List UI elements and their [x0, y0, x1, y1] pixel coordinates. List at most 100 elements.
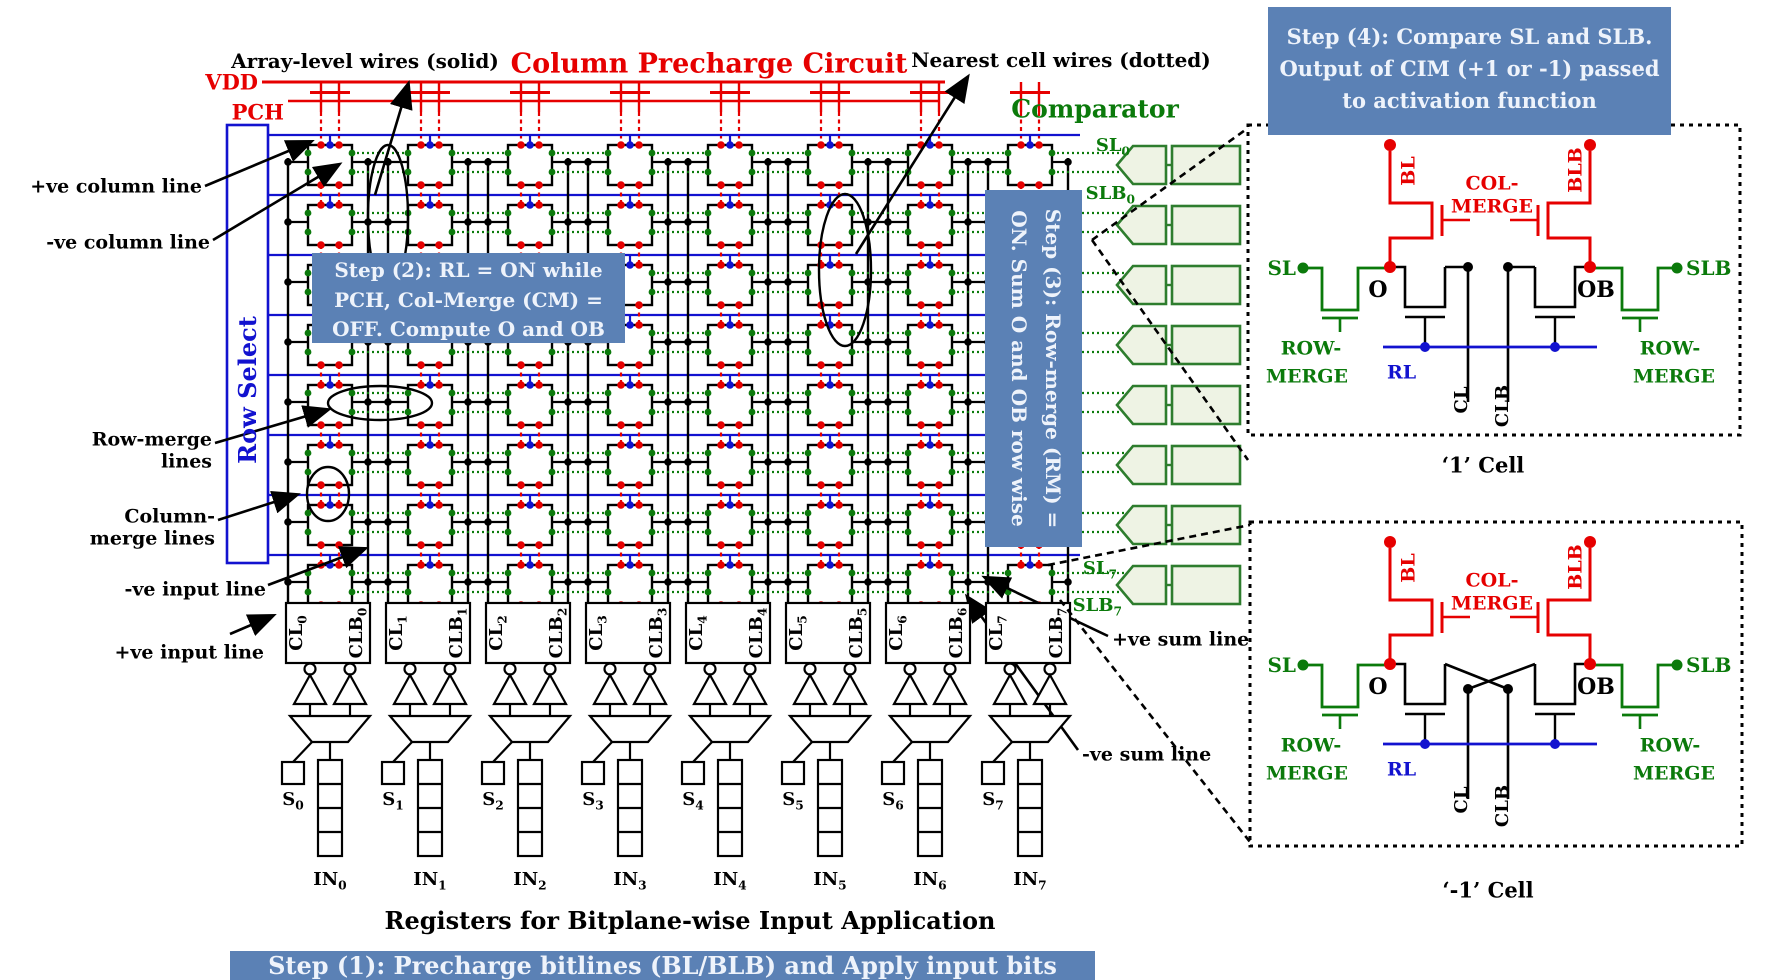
clb-column-label-7: CLB7	[1046, 607, 1070, 659]
array-cell	[1006, 143, 1054, 187]
junction-dot	[404, 569, 412, 577]
junction-dot	[884, 158, 892, 166]
junction-dot	[426, 141, 434, 149]
column-driver-box	[784, 601, 872, 665]
junction-dot	[648, 209, 656, 217]
junction-dot	[504, 168, 512, 176]
junction-dot	[984, 158, 992, 166]
junction-dot	[548, 149, 556, 157]
inverter-triangle	[292, 672, 328, 706]
s-bit-label-2: S2	[482, 789, 504, 813]
array-cell	[906, 203, 954, 247]
junction-dot	[626, 261, 634, 269]
mux-trapezoid	[287, 714, 373, 744]
step4-line1: Step (4): Compare SL and SLB.	[1286, 24, 1653, 49]
junction-dot	[504, 468, 512, 476]
column-precharge-title: Column Precharge Circuit	[510, 48, 908, 80]
junction-dot	[626, 501, 634, 509]
junction-dot	[826, 441, 834, 449]
array-cell	[806, 503, 854, 547]
junction-dot	[948, 329, 956, 337]
in-register-label-3: IN3	[613, 869, 647, 893]
junction-dot	[1004, 149, 1012, 157]
junction-dot	[764, 518, 772, 526]
junction-dot	[1048, 149, 1056, 157]
junction-dot	[504, 569, 512, 577]
bl-transistor	[1388, 151, 1434, 267]
junction-dot	[764, 398, 772, 406]
array-cell	[706, 143, 754, 187]
junction-dot	[784, 218, 792, 226]
in-register-label-7: IN7	[1013, 869, 1047, 893]
junction-dot	[417, 501, 425, 509]
step4-line3: to activation function	[1342, 88, 1597, 113]
junction-dot	[684, 338, 692, 346]
junction-dot	[435, 441, 443, 449]
junction-dot	[635, 441, 643, 449]
wire	[392, 741, 413, 763]
step2-line1: Step (2): RL = ON while	[334, 258, 603, 282]
cl-column-label-5: CL5	[786, 615, 810, 651]
junction-dot	[904, 509, 912, 517]
array-cell	[906, 443, 954, 487]
junction-dot	[504, 408, 512, 416]
step3-line1: Step (3): Row-merge (RM) =	[1041, 208, 1065, 529]
detail-link	[1058, 599, 1252, 843]
array-cell	[606, 383, 654, 427]
inverter-triangle	[392, 672, 428, 706]
junction-dot	[326, 201, 334, 209]
junction-dot	[335, 381, 343, 389]
blb-label-m1cell: BLB	[1564, 544, 1587, 590]
junction-dot	[426, 201, 434, 209]
pos-input-line-label: +ve input line	[114, 641, 264, 664]
row-merge-right	[1594, 663, 1677, 709]
junction-dot	[648, 168, 656, 176]
junction-dot	[948, 408, 956, 416]
junction-dot	[426, 501, 434, 509]
junction-dot	[704, 408, 712, 416]
junction-dot	[826, 561, 834, 569]
array-cell	[506, 563, 554, 607]
annotation-arrow	[217, 491, 301, 522]
row-merge-right-m1cell-2: MERGE	[1632, 762, 1716, 785]
clb-column-label-2: CLB2	[546, 607, 570, 659]
junction-dot	[935, 381, 943, 389]
junction-dot	[817, 381, 825, 389]
junction-dot	[448, 509, 456, 517]
junction-dot	[835, 381, 843, 389]
select-bit-box	[780, 760, 806, 786]
s-bit-label-7: S7	[982, 789, 1004, 813]
comparator-arrow	[1115, 444, 1168, 486]
junction-dot	[1048, 168, 1056, 176]
neg-input-line-label: -ve input line	[124, 578, 267, 601]
ob-node	[1584, 658, 1596, 670]
junction-dot	[404, 348, 412, 356]
junction-dot	[735, 381, 743, 389]
col-merge-label-m1cell-1: COL-	[1465, 569, 1519, 592]
junction-dot	[404, 389, 412, 397]
array-cell	[406, 563, 454, 607]
junction-dot	[848, 288, 856, 296]
step3-box: Step (3): Row-merge (RM) = ON. Sum O and…	[985, 190, 1082, 547]
comparator-arrow	[1115, 384, 1168, 426]
mux-trapezoid	[887, 714, 973, 744]
array-cell	[606, 563, 654, 607]
junction-dot	[304, 348, 312, 356]
junction-dot	[704, 168, 712, 176]
junction-dot	[817, 441, 825, 449]
junction-dot	[1420, 342, 1430, 352]
column-driver-box	[484, 601, 572, 665]
step2-line3: OFF. Compute O and OB	[332, 317, 605, 341]
junction-dot	[748, 509, 756, 517]
cross-wire	[1444, 662, 1509, 691]
junction-dot	[604, 588, 612, 596]
array-cell	[406, 143, 454, 187]
inverter-triangle	[732, 672, 768, 706]
junction-dot	[635, 501, 643, 509]
junction-dot	[664, 458, 672, 466]
junction-dot	[635, 261, 643, 269]
junction-dot	[764, 458, 772, 466]
junction-dot	[764, 278, 772, 286]
junction-dot	[704, 348, 712, 356]
wire	[692, 741, 713, 763]
